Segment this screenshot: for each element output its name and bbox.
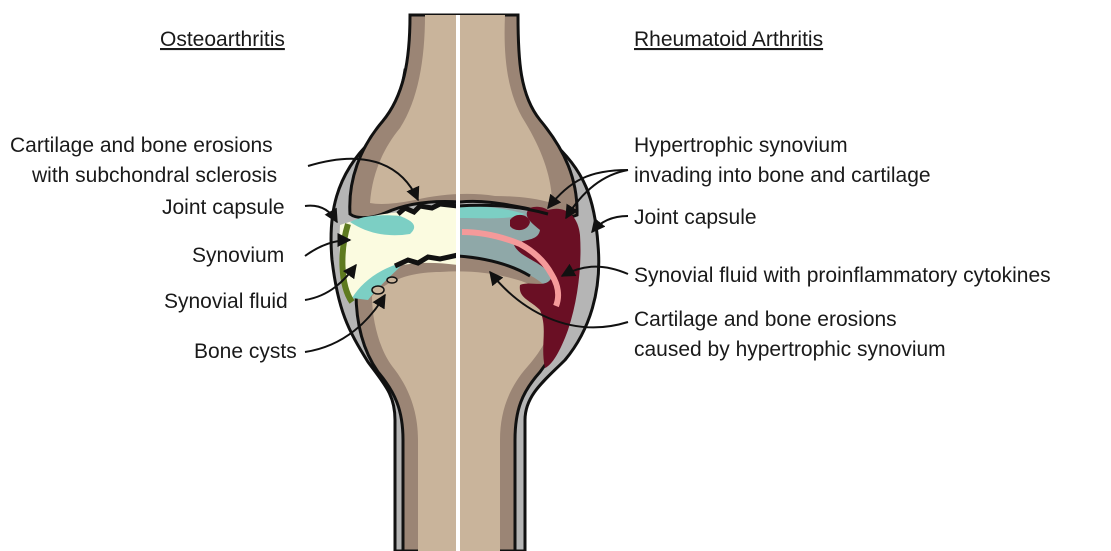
label-ra-hypertrophic-1: Hypertrophic synovium [634,134,848,157]
label-oa-joint-capsule: Joint capsule [162,196,285,219]
label-oa-erosions-2: with subchondral sclerosis [31,164,277,187]
rheumatoid-arthritis-title: Rheumatoid Arthritis [634,28,823,51]
label-ra-synovial-fluid: Synovial fluid with proinflammatory cyto… [634,264,1051,287]
oa-bone-cyst [387,277,397,283]
label-ra-erosions-2: caused by hypertrophic synovium [634,338,946,361]
label-ra-joint-capsule: Joint capsule [634,206,757,229]
label-ra-erosions-1: Cartilage and bone erosions [634,308,897,331]
osteoarthritis-title: Osteoarthritis [160,28,285,51]
oa-bone-cyst [372,286,384,294]
label-oa-synovial-fluid: Synovial fluid [164,290,288,313]
label-oa-bone-cysts: Bone cysts [194,340,297,363]
label-ra-hypertrophic-2: invading into bone and cartilage [634,164,931,187]
label-oa-synovium: Synovium [192,244,284,267]
label-oa-erosions-1: Cartilage and bone erosions [10,134,273,157]
